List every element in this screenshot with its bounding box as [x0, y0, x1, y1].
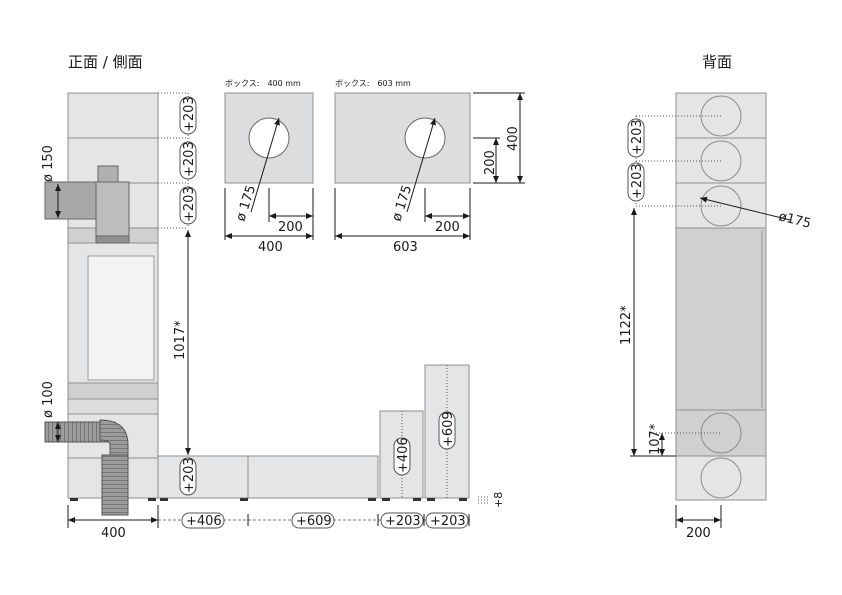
foot — [413, 498, 421, 501]
air-duct-down — [101, 454, 129, 516]
back-dim-plus203-2: +203 — [630, 163, 645, 199]
diameter-150-label: ø 150 — [41, 145, 56, 182]
back-diameter-175: ø175 — [777, 209, 812, 231]
foot — [427, 498, 435, 501]
back-bottom-box — [675, 455, 767, 501]
box-603-dim-400-vertical: 400 — [506, 126, 521, 151]
heater-base-band — [67, 398, 159, 415]
foot — [70, 498, 78, 501]
back-title: 背面 — [702, 53, 732, 71]
box-400-hole — [248, 117, 290, 159]
box-side-406 — [157, 455, 249, 499]
back-dim-200: 200 — [686, 526, 711, 541]
back-dimensions: +203 +203 ø175 1122* 107* 200 — [619, 115, 812, 541]
dim-plus8: +8 — [492, 492, 505, 508]
dim-plus203-4: +203 — [182, 457, 197, 493]
front-side-title: 正面 / 側面 — [68, 53, 143, 71]
foot — [382, 498, 390, 501]
box-603-hole — [404, 117, 446, 159]
dim-plus203-bottom-2: +203 — [430, 514, 466, 529]
dim-plus203-1: +203 — [182, 96, 197, 132]
back-dim-plus203-1: +203 — [630, 119, 645, 155]
back-lower-box — [675, 409, 767, 457]
heater-window — [87, 255, 155, 381]
flue-elbow — [95, 181, 130, 239]
front-dimensions: ø 150 ø 100 +203 +203 +203 1017* +203 +4… — [41, 92, 505, 541]
front-view — [44, 92, 470, 516]
heater-lower-band — [67, 382, 159, 400]
dim-plus203-bottom-1: +203 — [385, 514, 421, 529]
foot — [240, 498, 248, 501]
box-400-dim-200: 200 — [278, 220, 303, 235]
dim-plus609-horizontal: +609 — [296, 514, 332, 529]
back-dim-1122: 1122* — [619, 305, 634, 345]
box-603-diameter: ø 175 — [390, 184, 416, 224]
foot — [368, 498, 376, 501]
back-view — [675, 92, 767, 501]
flue-collar — [95, 235, 130, 244]
box-400-diameter: ø 175 — [234, 184, 260, 224]
box-top-1 — [67, 92, 159, 139]
foot — [148, 498, 156, 501]
dim-1017: 1017* — [173, 320, 188, 360]
dim-plus406-vertical: +406 — [396, 437, 411, 473]
back-hole-5 — [700, 457, 742, 499]
dim-width-400-front: 400 — [101, 526, 126, 541]
box-603-panel — [334, 92, 471, 184]
foot — [459, 498, 467, 501]
box-400-dim-400: 400 — [258, 240, 283, 255]
dim-plus203-2: +203 — [182, 141, 197, 177]
box-603-dim-200: 200 — [435, 220, 460, 235]
back-hole-2 — [700, 140, 742, 182]
back-hole-1 — [700, 95, 742, 137]
box-400-label: ボックス: 400 mm — [225, 79, 301, 88]
back-hole-3 — [700, 185, 742, 227]
box-400-detail: ボックス: 400 mm ø 175 200 400 — [224, 79, 314, 255]
back-heater-body — [675, 227, 767, 411]
box-603-label: ボックス: 603 mm — [335, 79, 411, 88]
diameter-100-label: ø 100 — [41, 381, 56, 418]
dim-plus406-horizontal: +406 — [186, 514, 222, 529]
dim-plus203-3: +203 — [182, 186, 197, 222]
box-603-dim-200-vertical: 200 — [483, 150, 498, 175]
box-603-dim-603: 603 — [393, 240, 418, 255]
box-603-detail: ボックス: 603 mm ø 175 200 603 200 400 — [334, 79, 525, 255]
dim-plus609-vertical: +609 — [441, 411, 456, 447]
box-side-609 — [247, 455, 379, 499]
back-dim-107: 107* — [648, 423, 663, 455]
foot — [160, 498, 168, 501]
